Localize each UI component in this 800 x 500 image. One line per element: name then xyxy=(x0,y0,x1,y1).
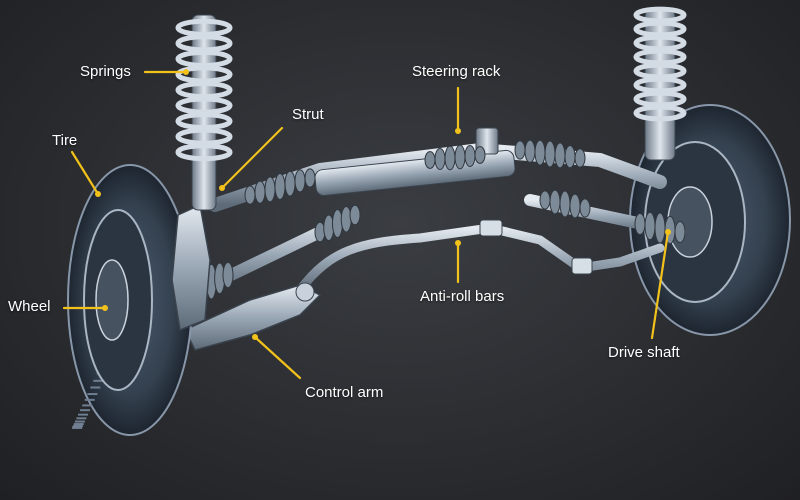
boot-ring xyxy=(549,189,561,215)
left-control-arm xyxy=(183,282,322,351)
left-strut xyxy=(175,14,233,211)
control-arm-label: Control arm xyxy=(305,384,384,401)
boot-ring xyxy=(579,198,591,218)
wheel-label: Wheel xyxy=(8,298,51,315)
strut-leader xyxy=(219,126,284,191)
boot-ring xyxy=(434,147,446,171)
right-tire xyxy=(629,104,791,336)
boot-ring xyxy=(264,176,276,203)
spring-coil xyxy=(633,104,687,122)
springs-leader xyxy=(143,69,189,75)
boot-ring xyxy=(554,142,566,169)
boot-ring xyxy=(644,211,656,241)
boot-ring xyxy=(564,145,576,169)
steering-rack-leader xyxy=(455,86,461,134)
tire-leader xyxy=(70,150,101,197)
drive-shaft-leader xyxy=(650,229,671,340)
boot-ring xyxy=(274,173,286,200)
spring-coil xyxy=(175,143,233,162)
boot-ring xyxy=(454,144,466,170)
steering-rack-boots xyxy=(244,139,586,205)
steering-rack xyxy=(208,127,667,212)
left-knuckle xyxy=(171,203,211,332)
right-spring xyxy=(633,6,687,122)
boot-ring xyxy=(674,221,686,243)
boot-ring xyxy=(574,148,586,168)
springs-label: Springs xyxy=(80,63,131,80)
wheel-leader xyxy=(62,305,108,311)
drive-shaft-label: Drive shaft xyxy=(608,344,680,361)
boot-ring xyxy=(222,261,234,289)
boot-ring xyxy=(474,146,486,164)
boot-ring xyxy=(544,140,556,168)
boot-ring xyxy=(284,170,296,197)
boot-ring xyxy=(444,145,456,171)
boot-ring xyxy=(569,193,581,219)
boot-ring xyxy=(654,212,666,244)
boot-ring xyxy=(634,213,646,235)
anti-roll-bars-leader xyxy=(455,240,461,284)
boot-ring xyxy=(464,144,476,168)
boot-ring xyxy=(559,190,571,218)
strut-label: Strut xyxy=(292,106,324,123)
boot-ring xyxy=(424,151,436,169)
right-drive-shaft xyxy=(524,189,686,245)
tire-label: Tire xyxy=(52,132,78,149)
anti-roll-bars-label: Anti-roll bars xyxy=(420,288,505,305)
right-drive-shaft-boots xyxy=(539,189,686,245)
right-strut xyxy=(633,6,687,161)
anti-roll-bar xyxy=(295,219,665,295)
boot-ring xyxy=(304,168,316,188)
boot-ring xyxy=(332,209,343,238)
boot-ring xyxy=(524,139,536,163)
left-spring xyxy=(175,18,233,162)
boot-ring xyxy=(514,140,526,160)
boot-ring xyxy=(294,169,306,193)
boot-ring xyxy=(244,185,256,205)
steering-rack-label: Steering rack xyxy=(412,63,501,80)
left-tire xyxy=(67,164,193,436)
boot-ring xyxy=(539,190,551,210)
boot-ring xyxy=(340,205,352,233)
boot-ring xyxy=(534,139,546,166)
boot-ring xyxy=(254,180,266,204)
boot-ring xyxy=(349,204,361,226)
control-arm-leader xyxy=(252,334,302,380)
